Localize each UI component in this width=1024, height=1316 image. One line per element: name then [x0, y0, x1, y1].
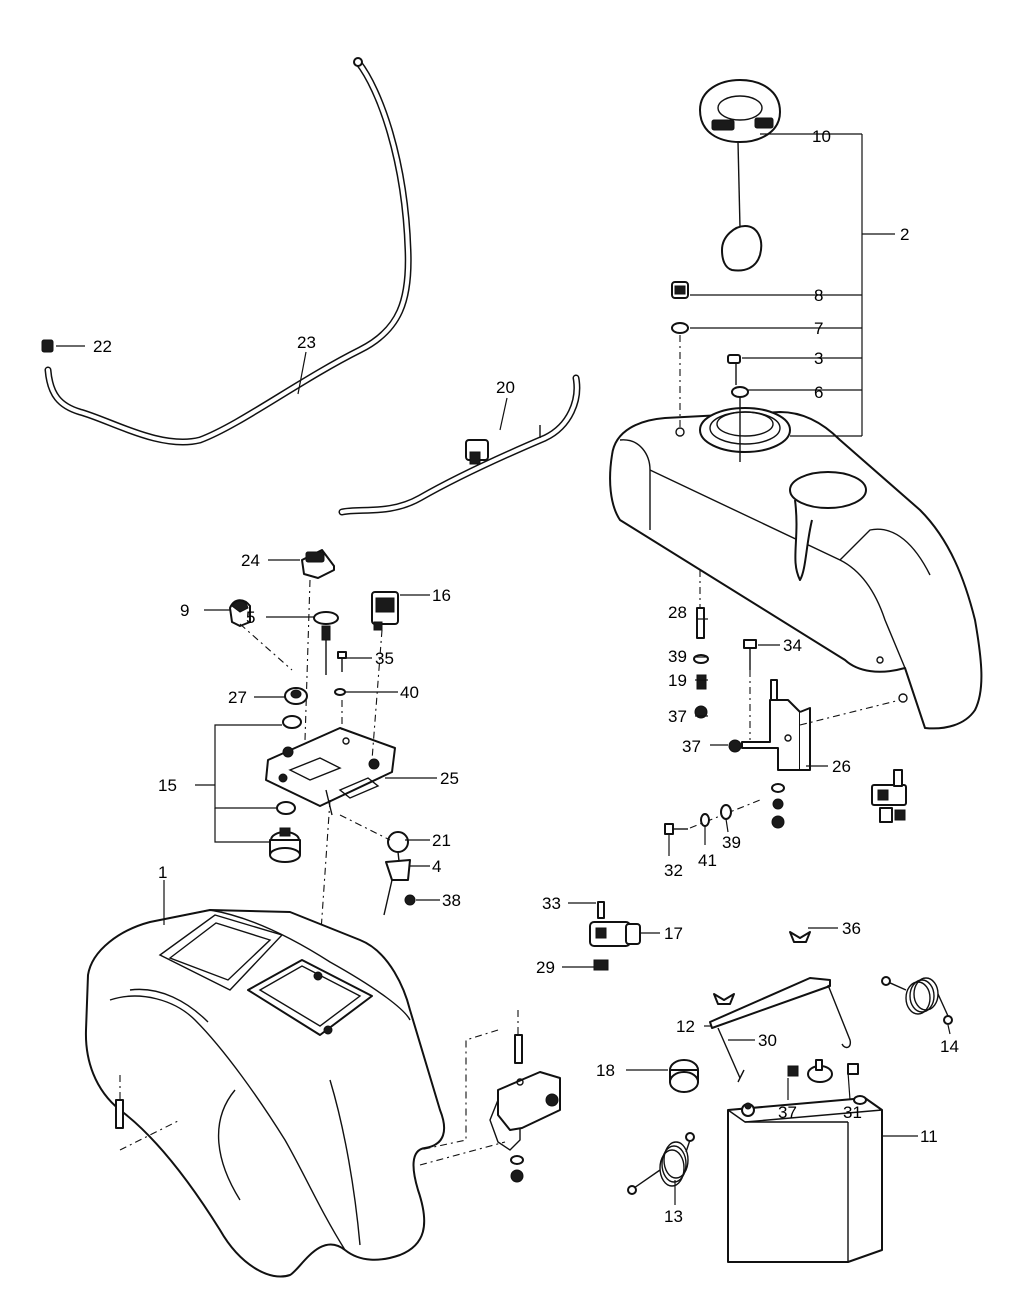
right-hardware-leaders	[668, 618, 828, 856]
callout-4: 4	[432, 857, 441, 876]
callout-38: 38	[442, 891, 461, 910]
grommet-7	[671, 322, 689, 334]
callout-36: 36	[842, 919, 861, 938]
callout-27: 27	[228, 688, 247, 707]
callout-33: 33	[542, 894, 561, 913]
hold-down-bar-30	[709, 977, 852, 1083]
battery-cable-13	[627, 1132, 695, 1195]
callout-14: 14	[940, 1037, 959, 1056]
solenoid-17	[589, 901, 641, 971]
callout-22: 22	[93, 337, 112, 356]
battery-terminal-31	[787, 1059, 859, 1083]
callout-32: 32	[664, 861, 683, 880]
wing-nut-12	[713, 993, 735, 1005]
callout-7: 7	[814, 319, 823, 338]
screw-35	[337, 651, 347, 672]
panel-dash-lines	[239, 579, 391, 976]
callout-37-battery: 37	[778, 1103, 797, 1122]
knob-9	[229, 599, 251, 627]
callout-39-right: 39	[722, 833, 741, 852]
fuel-pickup-6	[731, 386, 749, 462]
callout-8: 8	[814, 286, 823, 305]
battery-11	[727, 1095, 883, 1263]
fuel-tank	[609, 407, 983, 730]
callout-12: 12	[676, 1017, 695, 1036]
fuel-cap-10	[699, 79, 781, 272]
callout-17: 17	[664, 924, 683, 943]
tank-callout-leaders	[679, 133, 895, 437]
callout-31: 31	[843, 1103, 862, 1122]
callout-20: 20	[496, 378, 515, 397]
callout-9: 9	[180, 601, 189, 620]
control-plate-25	[265, 727, 396, 816]
callout-6: 6	[814, 383, 823, 402]
callout-2: 2	[900, 225, 909, 244]
callout-19: 19	[668, 671, 687, 690]
wing-nut-36	[789, 931, 811, 943]
callout-41: 41	[698, 851, 717, 870]
console-bracket	[419, 1010, 561, 1183]
throttle-lever-4	[383, 831, 416, 916]
cover-18	[669, 1059, 699, 1093]
vent-valve-8	[671, 281, 689, 299]
callout-13: 13	[664, 1207, 683, 1226]
callout-34: 34	[783, 636, 802, 655]
fuel-fitting-3	[727, 354, 741, 385]
callout-3: 3	[814, 349, 823, 368]
callout-1: 1	[158, 863, 167, 882]
tank-mount-hardware	[664, 570, 908, 835]
callout-37-left: 37	[668, 707, 687, 726]
callout-24: 24	[241, 551, 260, 570]
callout-28: 28	[668, 603, 687, 622]
switch-16	[371, 591, 399, 631]
callout-labels: 10 2 8 7 3 6 22 23 20 24 9 5 16 35 27 40…	[93, 127, 959, 1226]
callout-39-left: 39	[668, 647, 687, 666]
solenoid-leaders	[562, 902, 660, 968]
fuel-hose-23	[44, 57, 412, 446]
callout-18: 18	[596, 1061, 615, 1080]
callout-11: 11	[920, 1127, 938, 1146]
fuel-line-20	[338, 374, 581, 516]
bushing-27	[284, 687, 308, 705]
callout-40: 40	[400, 683, 419, 702]
battery-cable-14	[881, 976, 953, 1025]
ignition-switch-15	[269, 715, 302, 863]
washer-40	[334, 688, 346, 696]
callout-10: 10	[812, 127, 831, 146]
console-housing-1	[84, 880, 446, 1278]
battery-leaders	[626, 927, 951, 1205]
callout-29: 29	[536, 958, 555, 977]
callout-26: 26	[832, 757, 851, 776]
callout-25: 25	[440, 769, 459, 788]
panel-leaders	[195, 559, 440, 901]
hose-leaders	[56, 345, 508, 431]
callout-37-mid: 37	[682, 737, 701, 756]
hour-meter-5	[313, 611, 339, 675]
hose-clamp-22	[41, 339, 54, 353]
callout-30: 30	[758, 1031, 777, 1050]
switch-24	[301, 549, 335, 579]
callout-5: 5	[246, 608, 255, 627]
callout-35: 35	[375, 649, 394, 668]
callout-23: 23	[297, 333, 316, 352]
callout-21: 21	[432, 831, 451, 850]
callout-15: 15	[158, 776, 177, 795]
callout-16: 16	[432, 586, 451, 605]
